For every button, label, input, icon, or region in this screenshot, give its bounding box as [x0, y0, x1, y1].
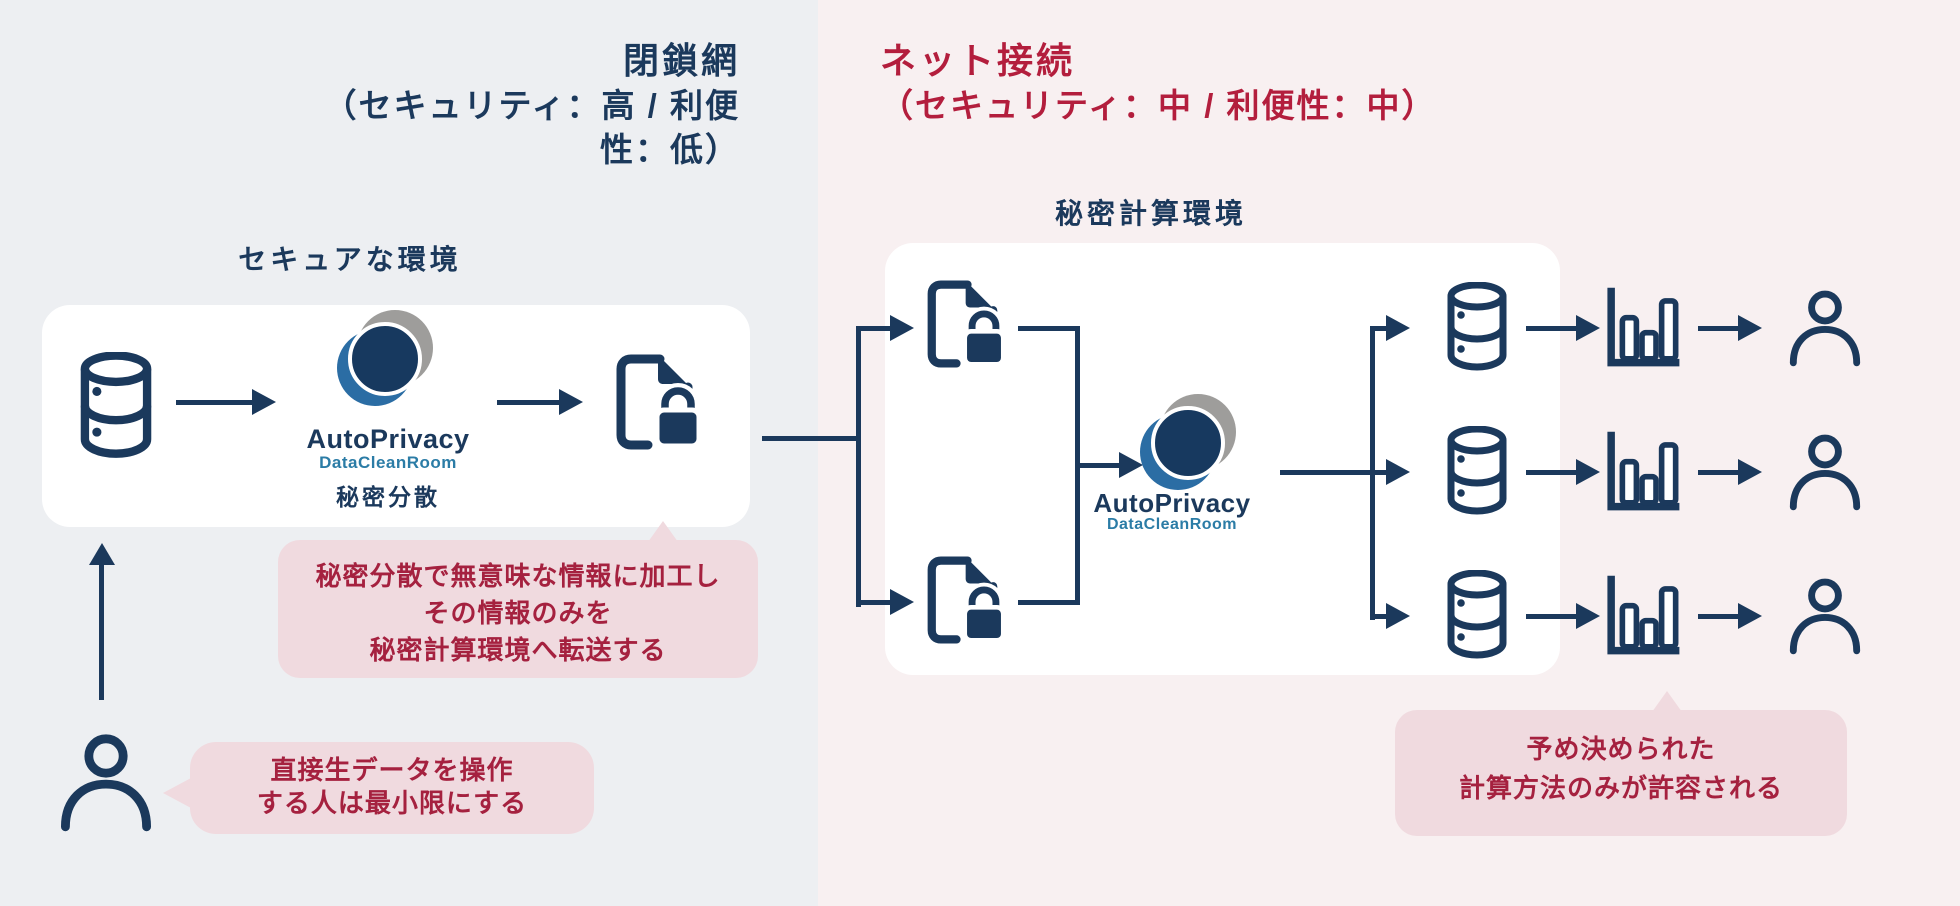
database-icon: [1444, 282, 1510, 374]
locked-file-icon: [918, 276, 1006, 372]
flow-arrowhead-right: [1576, 459, 1600, 485]
autoprivacy-logo-icon: [1140, 394, 1236, 490]
logo-core-circle: [1151, 406, 1225, 480]
secure-environment-label: セキュアな環境: [238, 244, 462, 275]
person-icon: [1786, 286, 1864, 368]
bar-chart-icon: [1602, 573, 1682, 659]
connector-line: [856, 600, 894, 605]
computation-environment-label: 秘密計算環境: [1054, 198, 1247, 229]
flow-arrowhead-right: [1738, 315, 1762, 341]
secret-sharing-callout: 秘密分散で無意味な情報に加工し その情報のみを 秘密計算環境へ転送する: [278, 540, 758, 678]
callout-line: その情報のみを: [423, 598, 613, 628]
allowed-computation-callout: 予め決められた 計算方法のみが許容される: [1395, 710, 1847, 836]
flow-arrowhead-right: [1738, 459, 1762, 485]
database-icon: [1444, 570, 1510, 662]
datacleanroom-wordmark: DataCleanRoom: [1106, 516, 1238, 533]
autoprivacy-wordmark: AutoPrivacy: [306, 424, 470, 454]
flow-arrow-right: [1526, 470, 1578, 475]
flow-arrow-right: [1526, 614, 1578, 619]
callout-line: 秘密計算環境へ転送する: [369, 635, 667, 665]
connector-line: [1370, 326, 1388, 331]
flow-arrowhead-right: [890, 589, 914, 615]
flow-arrow-right: [1698, 326, 1740, 331]
connector-line: [762, 436, 858, 441]
locked-file-icon: [918, 552, 1006, 648]
speech-bubble-pointer: [163, 778, 191, 808]
flow-arrowhead-up: [89, 543, 115, 565]
flow-arrowhead-right: [252, 389, 276, 415]
callout-line: 計算方法のみが許容される: [1458, 773, 1783, 803]
person-icon: [1786, 430, 1864, 512]
callout-pointer: [648, 521, 678, 542]
autoprivacy-wordmark: AutoPrivacy: [1093, 488, 1251, 518]
bubble-line: する人は最小限にする: [256, 788, 528, 818]
datacleanroom-wordmark: DataCleanRoom: [319, 453, 457, 472]
person-icon: [1786, 574, 1864, 656]
flow-arrowhead-right: [1738, 603, 1762, 629]
flow-arrowhead-right: [1576, 603, 1600, 629]
internet-subtitle: （セキュリティ：中 / 利便性：中）: [880, 87, 1437, 124]
bubble-line: 直接生データを操作: [270, 755, 514, 785]
secret-sharing-caption: 秘密分散: [336, 484, 440, 510]
flow-arrow-right: [1526, 326, 1578, 331]
person-icon: [56, 730, 156, 832]
connector-line: [1280, 470, 1374, 475]
internet-title: ネット接続: [880, 40, 1076, 81]
flow-arrow-right: [497, 400, 561, 405]
internet-title-block: ネット接続 （セキュリティ：中 / 利便性：中）: [880, 38, 1520, 128]
logo-core-circle: [348, 322, 422, 396]
database-icon: [76, 352, 156, 462]
bar-chart-icon: [1602, 285, 1682, 371]
callout-pointer: [1652, 691, 1682, 712]
closed-network-subtitle: （セキュリティ：高 / 利便性：低）: [323, 87, 740, 168]
flow-arrow-right: [1698, 614, 1740, 619]
flow-arrowhead-right: [1119, 452, 1143, 478]
database-icon: [1444, 426, 1510, 518]
connector-line: [1075, 463, 1121, 468]
flow-arrow-right: [1698, 470, 1740, 475]
callout-line: 予め決められた: [1526, 734, 1716, 764]
flow-arrow-right: [176, 400, 254, 405]
connector-line: [1370, 614, 1388, 619]
bar-chart-icon: [1602, 429, 1682, 515]
flow-arrowhead-right: [1576, 315, 1600, 341]
connector-line: [1018, 326, 1080, 331]
closed-network-title: 閉鎖網: [622, 40, 740, 81]
flow-arrowhead-right: [559, 389, 583, 415]
flow-line-up: [99, 562, 104, 700]
operator-speech-bubble: 直接生データを操作 する人は最小限にする: [190, 742, 594, 834]
autoprivacy-logo-icon: [337, 310, 433, 406]
flow-arrowhead-right: [890, 315, 914, 341]
flow-arrowhead-right: [1386, 603, 1410, 629]
connector-line: [1370, 470, 1388, 475]
callout-line: 秘密分散で無意味な情報に加工し: [315, 561, 721, 591]
closed-network-title-block: 閉鎖網 （セキュリティ：高 / 利便性：低）: [270, 38, 740, 172]
connector-line: [856, 326, 861, 607]
connector-line: [1018, 600, 1080, 605]
connector-line: [856, 326, 894, 331]
locked-file-icon: [606, 350, 702, 454]
flow-arrowhead-right: [1386, 459, 1410, 485]
flow-arrowhead-right: [1386, 315, 1410, 341]
